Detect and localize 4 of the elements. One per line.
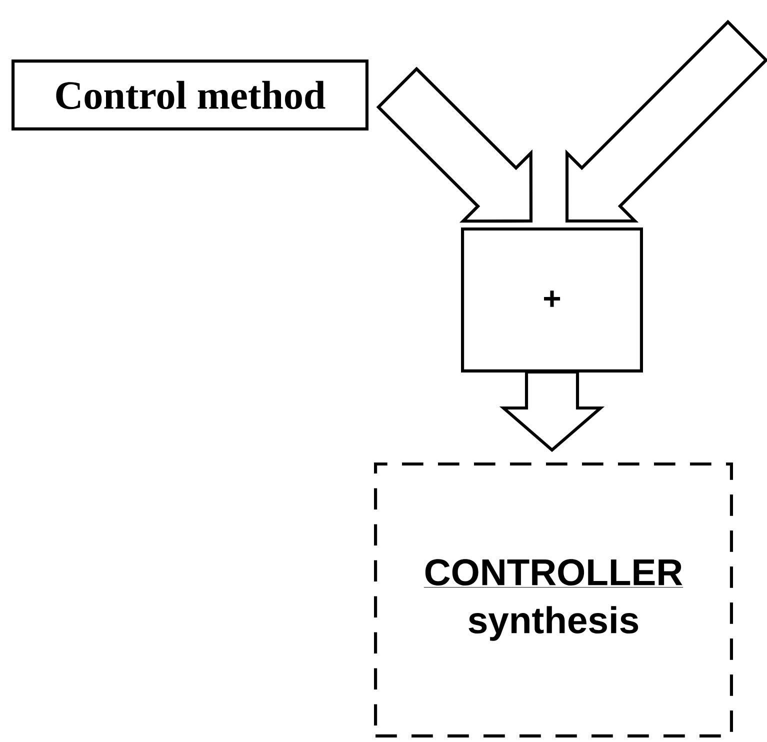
method-box: Control method (12, 60, 368, 130)
synthesis-box: CONTROLLER synthesis (374, 462, 733, 738)
block-arrow (499, 370, 605, 452)
summing-box: + (461, 228, 643, 372)
